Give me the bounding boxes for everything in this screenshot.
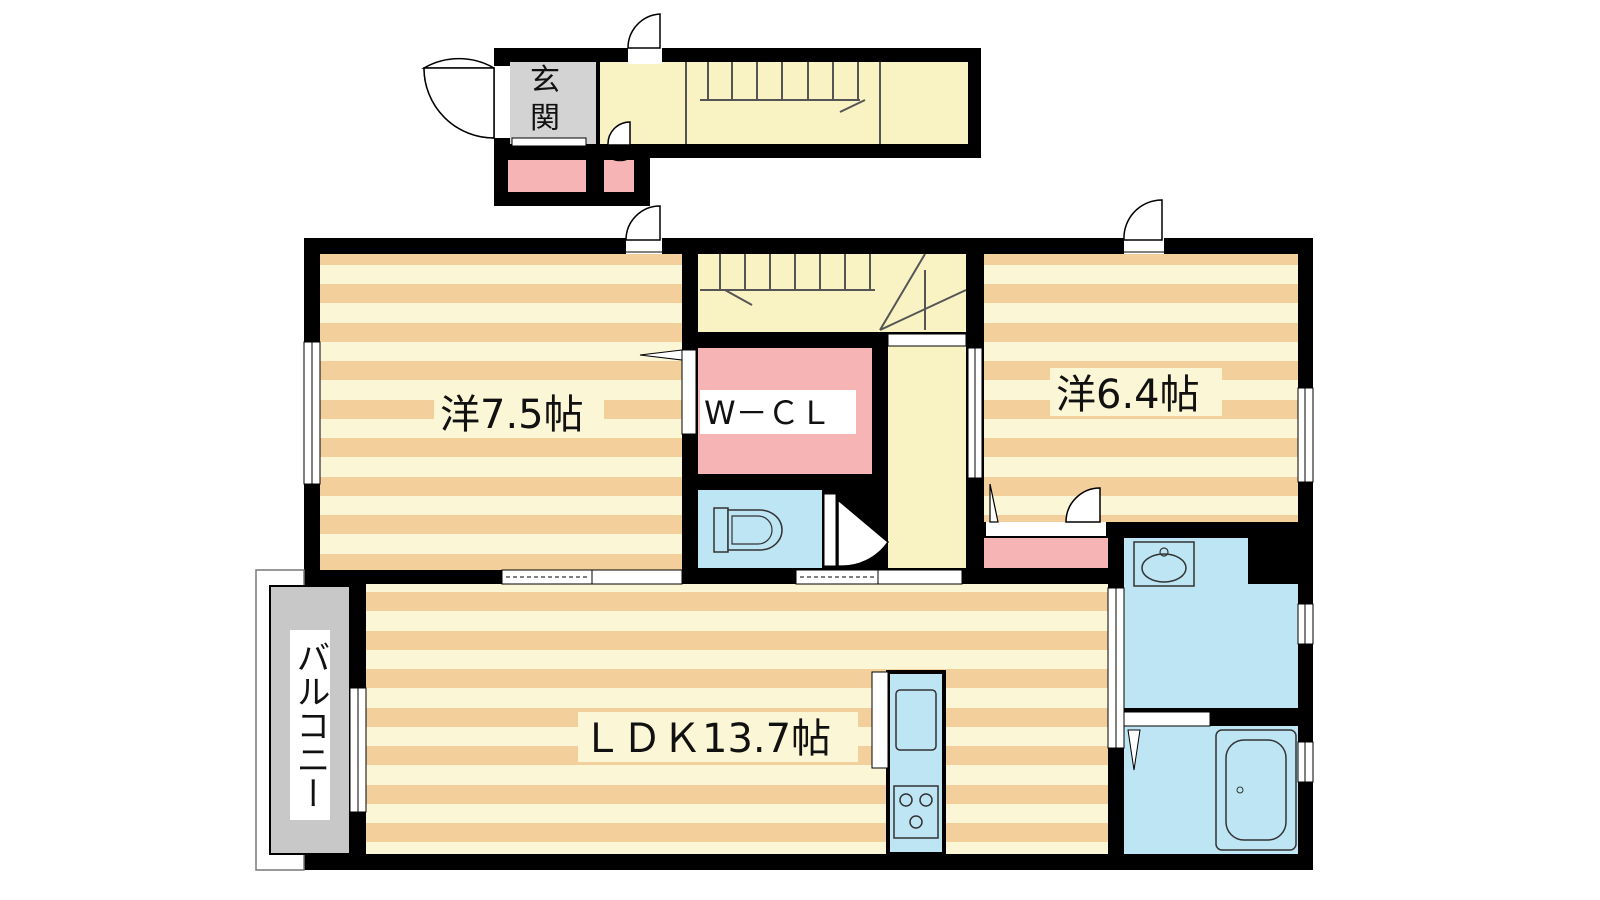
room1-label-bg — [434, 388, 604, 436]
balcony-label: バルコニー — [290, 640, 330, 810]
toilet-fixture — [713, 507, 783, 553]
hall-door-frame — [887, 333, 967, 347]
toilet-door — [823, 493, 890, 567]
ldk-label: ＬＤＫ13.7帖 — [582, 716, 831, 762]
center-stairs-floor — [698, 254, 966, 332]
wcl-label-bg — [700, 390, 856, 434]
windows — [303, 341, 1314, 813]
sliding-doors — [501, 569, 963, 585]
room2-storage — [984, 538, 1108, 568]
bath-door-swing — [1127, 729, 1141, 771]
washbasin — [1133, 541, 1195, 587]
kitchen-window — [871, 671, 889, 769]
kitchen-sink — [895, 689, 937, 751]
room2-door — [1123, 199, 1164, 254]
room2-label-bg — [1050, 368, 1222, 416]
closet-door — [681, 349, 697, 435]
room2-storage-door — [986, 483, 1106, 536]
center-stairs — [700, 253, 967, 331]
room1-door — [625, 205, 662, 254]
entrance-block: 玄 関 — [421, 13, 981, 206]
washroom-ext — [1248, 584, 1298, 708]
shoe-storage — [508, 160, 586, 192]
western-room-2-label: 洋6.4帖 — [1056, 372, 1200, 418]
entrance-label-bottom: 関 — [530, 101, 560, 136]
ldk-label-bg — [578, 712, 858, 762]
entrance-label-top: 玄 — [530, 63, 560, 98]
hallway — [888, 346, 966, 568]
walk-in-closet-label: W－ＣＬ — [704, 394, 832, 432]
western-room-1-label: 洋7.5帖 — [440, 392, 584, 438]
storage-door — [607, 121, 631, 162]
small-storage — [604, 160, 634, 192]
bathroom-door-frame — [1123, 711, 1211, 727]
bathtub — [1215, 729, 1297, 851]
balcony-label-bg — [290, 630, 330, 820]
upper-door — [627, 13, 662, 64]
front-door — [421, 57, 510, 139]
upper-hall-floor — [600, 62, 968, 144]
upper-stairs — [685, 62, 881, 144]
entrance-floor — [510, 62, 596, 144]
stove — [893, 785, 939, 839]
